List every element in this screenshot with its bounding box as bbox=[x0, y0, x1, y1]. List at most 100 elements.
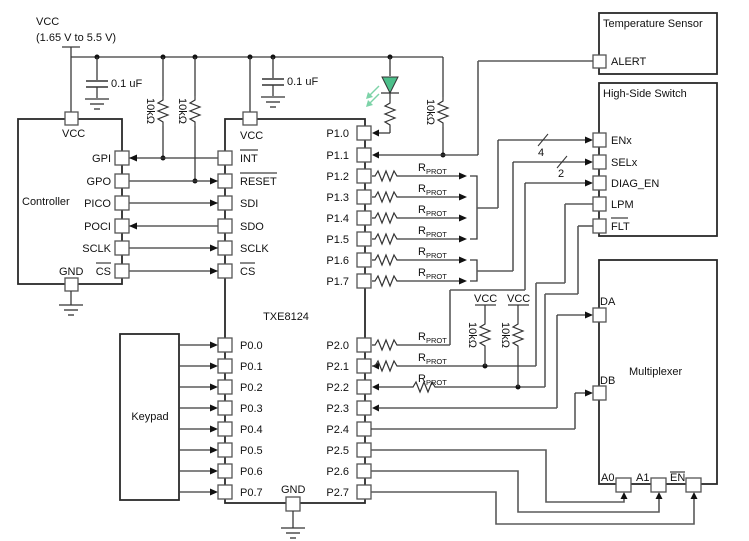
hss-pin bbox=[592, 132, 607, 148]
p1-pin bbox=[356, 168, 372, 184]
hss-pin-label: LPM bbox=[611, 199, 634, 211]
txe-left-pin-label: SDI bbox=[240, 198, 258, 210]
hss-pin bbox=[592, 154, 607, 170]
p0-pin-label: P0.1 bbox=[240, 361, 263, 373]
p2-pin-label: P2.6 bbox=[326, 466, 349, 478]
p2-pin bbox=[356, 421, 372, 437]
txe-port1-pins: P1.0P1.1P1.2P1.3P1.4P1.5P1.6P1.7 bbox=[326, 125, 372, 289]
pullup-flt-vcc: VCC bbox=[507, 293, 530, 305]
mux-db-pin bbox=[592, 385, 607, 401]
p0-pin bbox=[217, 484, 233, 500]
p2-pin bbox=[356, 484, 372, 500]
rprot-label: RPROT bbox=[418, 162, 447, 176]
rprot-label: RPROT bbox=[418, 183, 447, 197]
p1-pin-label: P1.5 bbox=[326, 234, 349, 246]
controller-title: Controller bbox=[22, 196, 70, 208]
rprot-label: RPROT bbox=[418, 267, 447, 281]
controller-pin-label: CS bbox=[96, 266, 111, 278]
p0-pin bbox=[217, 463, 233, 479]
mux-a1-label: A1 bbox=[636, 472, 649, 484]
selx-bus: 2 bbox=[470, 155, 593, 282]
hss-pin-label: DIAG_EN bbox=[611, 178, 659, 190]
rprot-resistor bbox=[371, 170, 401, 182]
txe-left-pin-label: RESET bbox=[240, 176, 277, 188]
txe-pin-int bbox=[217, 150, 233, 166]
hss-pin bbox=[592, 175, 607, 191]
p0-pin-label: P0.6 bbox=[240, 466, 263, 478]
p1-pin bbox=[356, 210, 372, 226]
multiplexer-block[interactable]: Multiplexer DA DB A0 A1 EN bbox=[592, 259, 718, 493]
p2-pin-label: P2.4 bbox=[326, 424, 349, 436]
controller-pin-label: GPI bbox=[92, 153, 111, 165]
hss-pin bbox=[592, 196, 607, 212]
high-side-switch-block[interactable]: High-Side Switch bbox=[598, 82, 718, 237]
vcc-label: VCC bbox=[36, 16, 59, 28]
p0-pin-label: P0.3 bbox=[240, 403, 263, 415]
diag-en-net bbox=[371, 179, 593, 351]
controller-pin-sclk bbox=[114, 240, 130, 256]
controller-pin-label: GPO bbox=[87, 176, 112, 188]
decoupling-capacitor-1: 0.1 uF bbox=[84, 57, 142, 110]
p2-pin bbox=[356, 463, 372, 479]
keypad-title: Keypad bbox=[131, 411, 168, 423]
controller-pin-label: PICO bbox=[84, 198, 111, 210]
pullup-resistor-int: 10kΩ bbox=[144, 57, 169, 161]
rprot-label: RPROT bbox=[418, 373, 447, 387]
pullup-resistor-reset: 10kΩ bbox=[176, 57, 201, 184]
high-side-switch-title: High-Side Switch bbox=[603, 88, 687, 100]
p2-pin-label: P2.1 bbox=[326, 361, 349, 373]
p2-pin bbox=[356, 442, 372, 458]
controller-block[interactable]: Controller VCC GND bbox=[17, 111, 123, 316]
decoupling-capacitor-2: 0.1 uF bbox=[260, 57, 318, 108]
mux-en-net bbox=[371, 491, 698, 525]
txe-gnd-label: GND bbox=[281, 484, 306, 496]
lpm-net bbox=[371, 203, 593, 372]
status-led bbox=[366, 57, 399, 137]
p1-pin bbox=[356, 231, 372, 247]
p1-pin bbox=[356, 125, 372, 141]
txe-pin-sdo bbox=[217, 218, 233, 234]
enx-bus: 4 bbox=[470, 133, 593, 240]
txe-left-pin-label: INT bbox=[240, 153, 258, 165]
p2-pin bbox=[356, 379, 372, 395]
temperature-sensor-block[interactable]: Temperature Sensor ALERT bbox=[592, 12, 718, 75]
p1-pin-label: P1.6 bbox=[326, 255, 349, 267]
rprot-label: RPROT bbox=[418, 352, 447, 366]
alert-net bbox=[372, 60, 593, 159]
p1-pin-label: P1.0 bbox=[326, 128, 349, 140]
p0-pin bbox=[217, 379, 233, 395]
p0-pin bbox=[217, 337, 233, 353]
txe-vcc-label: VCC bbox=[240, 130, 263, 142]
p0-pin bbox=[217, 421, 233, 437]
spi-wiring bbox=[129, 154, 218, 275]
p0-pin-label: P0.0 bbox=[240, 340, 263, 352]
rprot-resistor bbox=[371, 191, 401, 203]
pullup-resistor-alert: 10kΩ bbox=[424, 57, 449, 158]
controller-vcc-pin bbox=[64, 111, 79, 126]
capacitor-1-label: 0.1 uF bbox=[111, 78, 142, 90]
controller-pin-pico bbox=[114, 195, 130, 211]
rprot-resistor bbox=[371, 233, 401, 245]
txe-port2-pins: P2.0P2.1P2.2P2.3P2.4P2.5P2.6P2.7 bbox=[326, 337, 372, 500]
keypad-block[interactable]: Keypad bbox=[119, 333, 180, 501]
p2-pin-label: P2.3 bbox=[326, 403, 349, 415]
vcc-supply: VCC (1.65 V to 5.5 V) bbox=[36, 16, 443, 112]
temperature-sensor-title: Temperature Sensor bbox=[603, 18, 703, 30]
p2-pin-label: P2.5 bbox=[326, 445, 349, 457]
p1-pin-label: P1.4 bbox=[326, 213, 349, 225]
hss-pin-label: SELx bbox=[611, 157, 638, 169]
pullup-alert-value: 10kΩ bbox=[424, 99, 436, 125]
enx-bus-width: 4 bbox=[538, 147, 544, 159]
p0-pin bbox=[217, 358, 233, 374]
p2-pin-label: P2.2 bbox=[326, 382, 349, 394]
hss-pin-label: FLT bbox=[611, 221, 630, 233]
txe-gnd-pin bbox=[285, 496, 301, 512]
pullup-resistor-lpm: VCC 10kΩ bbox=[466, 293, 497, 366]
txe8124-block[interactable]: TXE8124 VCC GND bbox=[224, 111, 366, 539]
controller-vcc-label: VCC bbox=[62, 128, 85, 140]
pullup-flt-value: 10kΩ bbox=[499, 322, 511, 348]
